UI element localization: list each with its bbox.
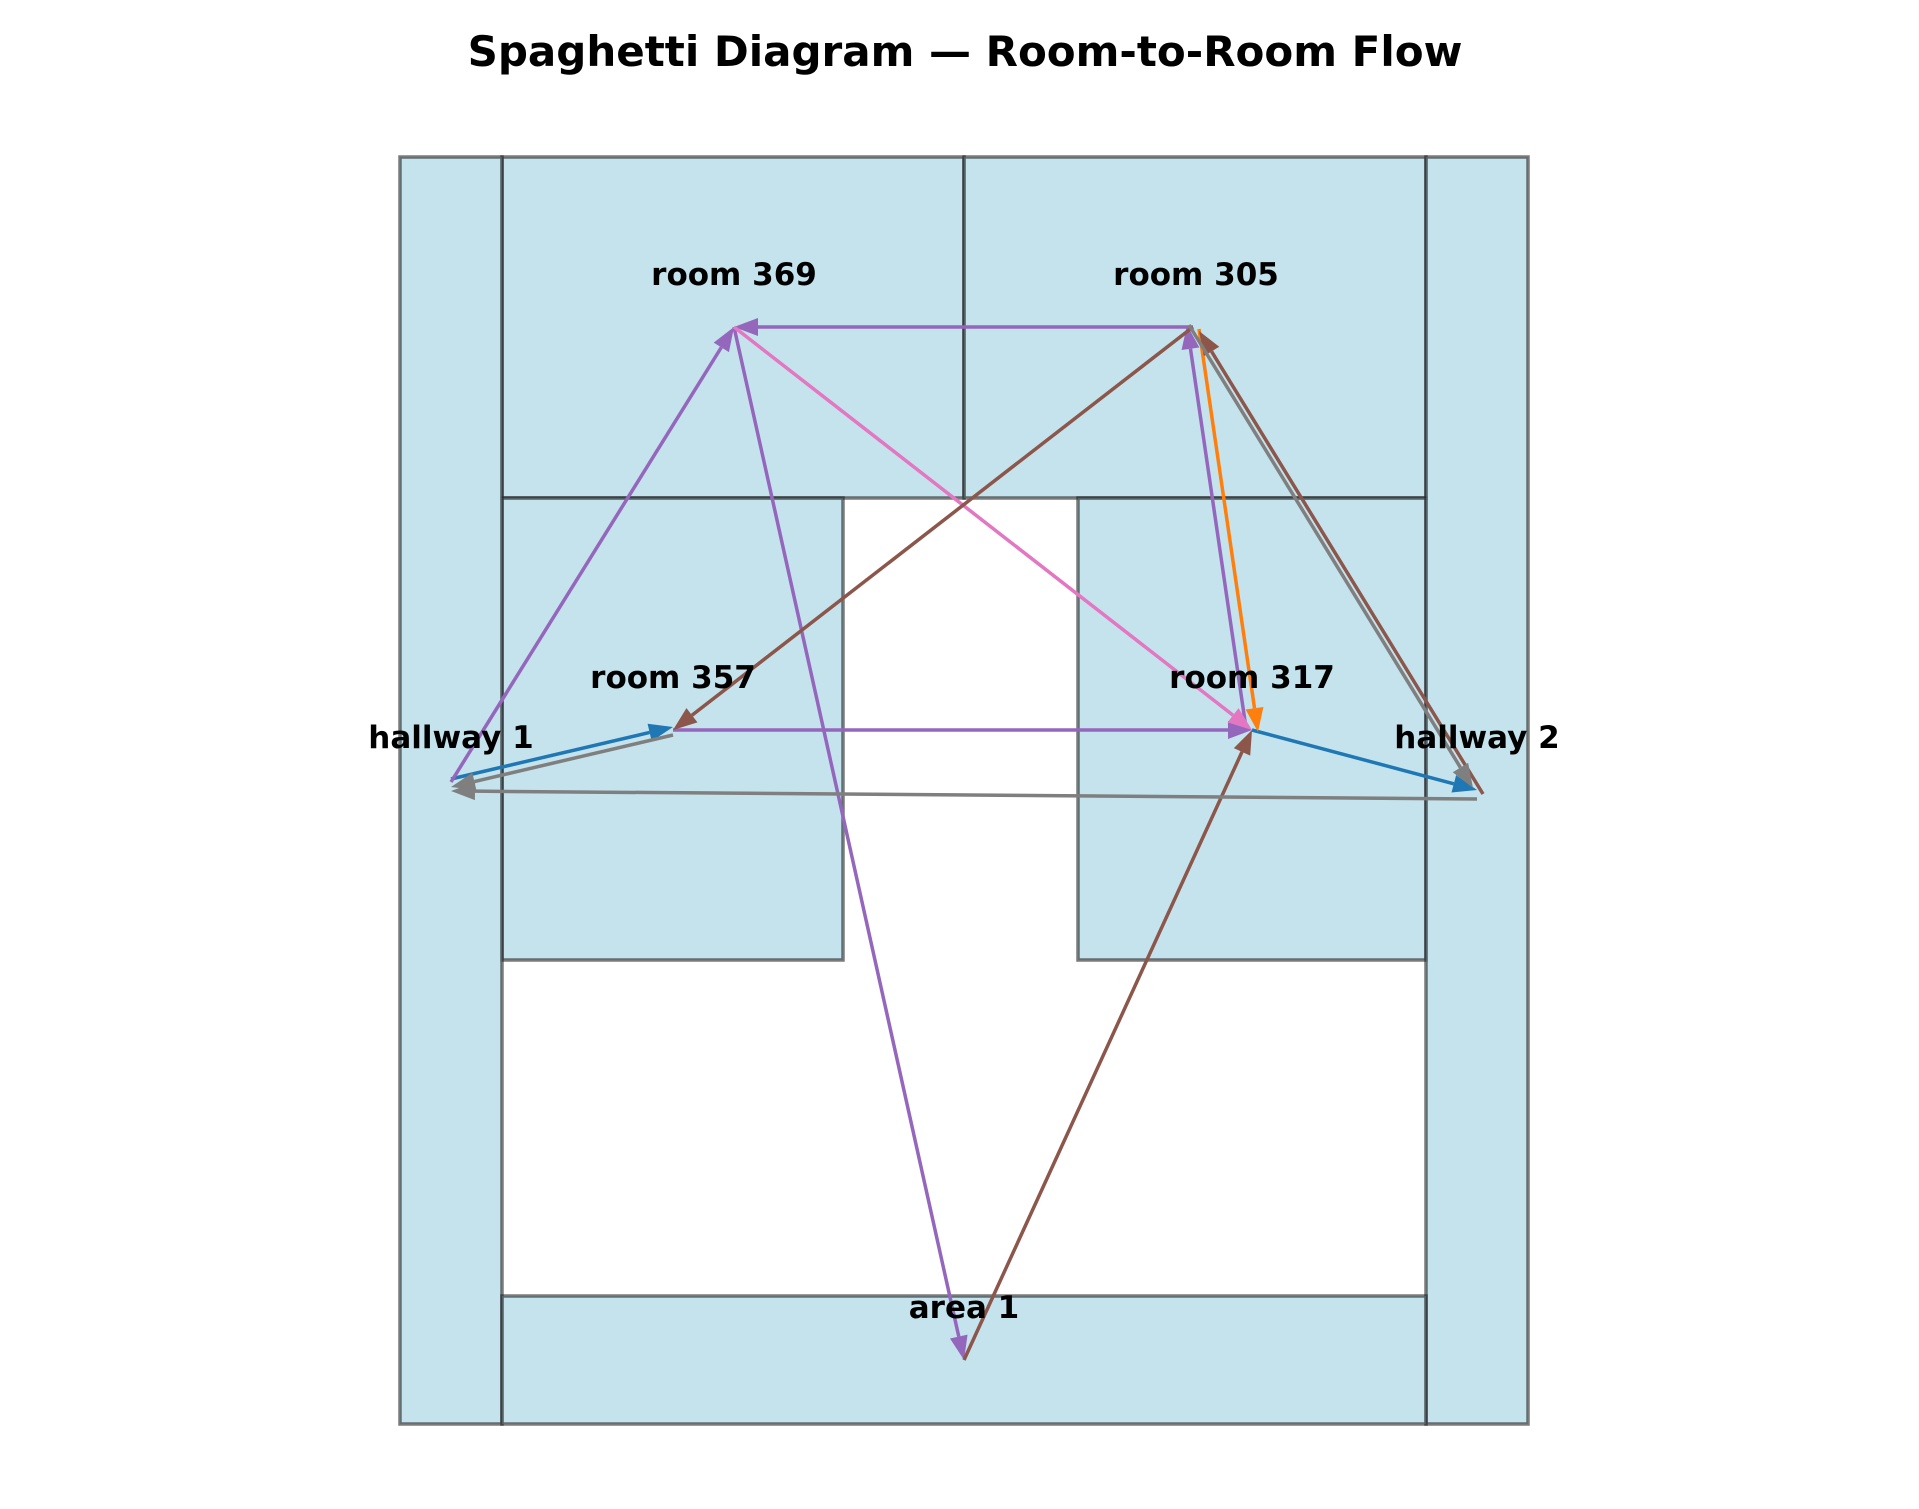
label-area-1: area 1	[909, 1290, 1020, 1326]
label-hallway-1: hallway 1	[368, 720, 533, 756]
flow-line-room-305-to-room-357	[690, 325, 1195, 717]
flow-arrowhead-room-305-to-room-369	[734, 318, 758, 336]
flow-line-hallway-1-to-room-369	[449, 346, 723, 783]
flow-arrows	[449, 318, 1485, 1361]
flow-arrowhead-room-369-to-room-317	[1227, 708, 1252, 730]
flow-line-room-317-to-hallway-2	[1251, 728, 1455, 786]
flow-arrowhead-room-305-to-hallway-2	[1452, 762, 1473, 788]
label-room-317: room 317	[1169, 660, 1335, 696]
flow-arrowhead-room-369-to-area-1	[949, 1334, 968, 1360]
flow-arrowhead-area-1-to-room-317	[1233, 730, 1252, 756]
flow-line-hallway-2-to-room-305	[1210, 350, 1485, 795]
label-hallway-2: hallway 2	[1394, 720, 1559, 756]
flow-line-room-369-to-area-1	[732, 326, 961, 1337]
flow-arrowhead-room-305-to-room-357	[673, 708, 698, 730]
flow-arrowhead-room-357-to-hallway-1	[451, 772, 477, 791]
label-room-369: room 369	[651, 257, 817, 293]
diagram-title: Spaghetti Diagram — Room-to-Room Flow	[468, 27, 1463, 76]
label-room-305: room 305	[1113, 257, 1279, 293]
flow-line-hallway-1-to-room-357	[450, 730, 651, 781]
flow-line-room-357-to-hallway-1	[473, 733, 674, 784]
flow-line-room-305-to-room-317	[1197, 328, 1257, 709]
flow-line-area-1-to-room-317	[962, 751, 1244, 1361]
flow-line-room-305-to-hallway-2	[1187, 324, 1462, 769]
label-room-357: room 357	[590, 660, 756, 696]
flow-line-room-317-to-room-305	[1188, 348, 1248, 729]
flow-arrowhead-room-317-to-hallway-2	[1451, 775, 1477, 793]
hallway-2-area	[1424, 155, 1530, 1426]
flow-line-hallway-2-to-hallway-1	[474, 789, 1478, 801]
flow-arrowhead-hallway-1-to-room-357	[647, 723, 673, 742]
flow-arrowhead-room-357-to-room-317	[1228, 721, 1252, 739]
flow-line-room-369-to-room-317	[732, 325, 1235, 717]
flow-arrowhead-hallway-1-to-room-369	[713, 327, 734, 353]
flow-arrowhead-room-305-to-room-317	[1245, 706, 1264, 732]
room-labels: room 369 room 305 room 357 room 317 hall…	[368, 257, 1559, 1326]
